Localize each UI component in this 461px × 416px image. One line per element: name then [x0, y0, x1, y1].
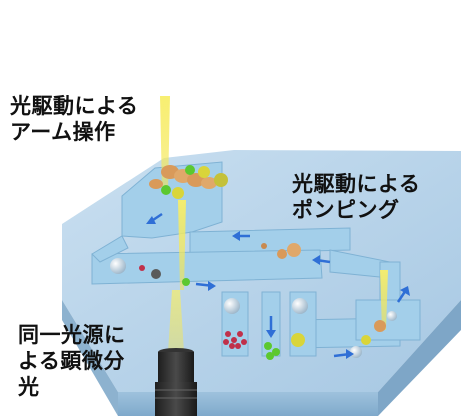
lower-right-channel [355, 299, 421, 341]
pump-label-line-2: ポンピング [292, 198, 400, 222]
pumping-label: 光駆動による ポンピング [292, 171, 420, 223]
pump-laser-beam [380, 270, 388, 330]
micro-label-line-3: 光 [18, 375, 40, 399]
center-laser-beam [178, 200, 186, 290]
left-inlet [91, 235, 129, 263]
pump-label-line-1: 光駆動による [292, 172, 421, 196]
chip-right-face [378, 300, 461, 416]
microscopy-label: 同一光源に よる顕微分 光 [18, 322, 126, 400]
objective-lens [155, 348, 197, 416]
laser-beams [160, 96, 388, 352]
arm-particle-cluster [149, 165, 228, 199]
flow-arrows [146, 212, 410, 359]
upper-channel [189, 227, 351, 255]
main-channel [91, 249, 323, 285]
chip-front-face [62, 300, 118, 416]
micro-label-line-2: よる顕微分 [18, 349, 125, 373]
arm-label-line-2: アーム操作 [10, 120, 116, 144]
microscopy-laser-beam [168, 290, 184, 352]
micro-label-line-1: 同一光源に [18, 323, 126, 347]
chamber-particles [223, 331, 280, 360]
arm-label-line-1: 光駆動による [10, 94, 139, 118]
arm-operation-label: 光駆動による アーム操作 [10, 93, 138, 145]
channel-particles [110, 243, 397, 358]
